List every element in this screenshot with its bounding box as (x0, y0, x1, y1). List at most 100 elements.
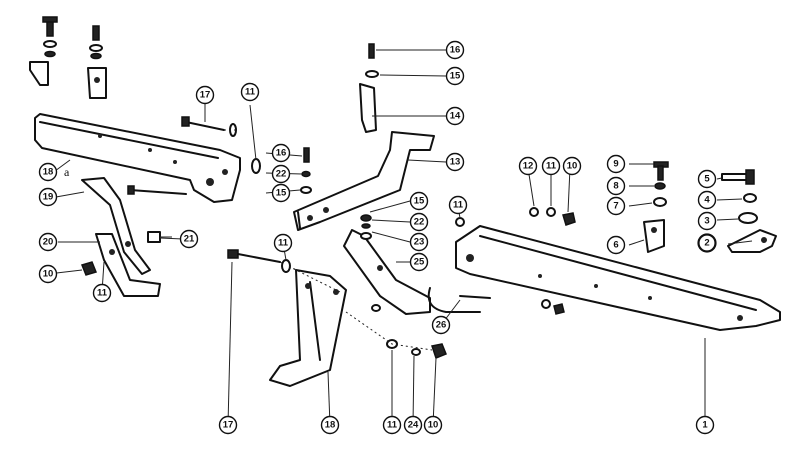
callout-5: 5 (697, 169, 717, 189)
callout-20: 20 (38, 232, 58, 252)
svg-text:26: 26 (436, 320, 447, 331)
callout-15-top: 15 (445, 66, 465, 86)
svg-text:5: 5 (704, 174, 710, 185)
svg-text:9: 9 (613, 159, 618, 170)
fasteners-beam-top (455, 207, 576, 227)
bolt-17-top (181, 116, 237, 137)
svg-text:18: 18 (43, 167, 54, 178)
callout-13: 13 (445, 152, 465, 172)
callout-11-washer: 11 (448, 195, 468, 215)
callout-3: 3 (697, 211, 717, 231)
callout-11-arm: 11 (273, 233, 293, 253)
svg-text:10: 10 (428, 420, 439, 431)
svg-text:11: 11 (245, 87, 256, 98)
callout-10-beam: 10 (562, 156, 582, 176)
svg-text:11: 11 (546, 161, 557, 172)
svg-text:12: 12 (523, 161, 534, 172)
svg-text:24: 24 (408, 420, 419, 431)
arm-18-part (269, 269, 347, 387)
callout-25: 25 (409, 252, 429, 272)
fasteners-beam-under (541, 299, 565, 315)
callout-15-left: 15 (271, 183, 291, 203)
bolt-5 (721, 169, 755, 185)
callout-11-beam: 11 (541, 156, 561, 176)
main-beam-part (455, 225, 781, 331)
nut-10-left (80, 261, 98, 276)
callout-24: 24 (403, 415, 423, 435)
center-bracket-part (293, 131, 435, 231)
washer-4 (743, 193, 757, 203)
washer-22-mid (301, 170, 311, 178)
washer-11-arm (281, 259, 291, 273)
callout-18-crossbar: 18 (38, 162, 58, 182)
u-bolt-26-part (427, 287, 491, 313)
callout-15-mid: 15 (409, 191, 429, 211)
callout-9: 9 (606, 154, 626, 174)
callout-11-lower: 11 (382, 415, 402, 435)
svg-text:4: 4 (704, 195, 710, 206)
callout-10-lower: 10 (423, 415, 443, 435)
svg-text:14: 14 (450, 111, 461, 122)
washer-15-mid (300, 186, 312, 194)
callout-18-arm: 18 (320, 415, 340, 435)
callout-14: 14 (445, 106, 465, 126)
washers-lower (345, 304, 447, 359)
svg-text:11: 11 (278, 238, 289, 249)
callout-1: 1 (695, 415, 715, 435)
svg-text:10: 10 (43, 269, 54, 280)
callout-17-lower: 17 (218, 415, 238, 435)
callout-2: 2 (697, 233, 717, 253)
washer-8 (654, 182, 666, 190)
screw-16-mid (303, 147, 310, 163)
callout-23: 23 (409, 232, 429, 252)
callout-22-mid: 22 (409, 212, 429, 232)
svg-text:20: 20 (43, 237, 54, 248)
svg-text:6: 6 (613, 240, 618, 251)
callout-10-left: 10 (38, 264, 58, 284)
callout-16-mid: 16 (271, 143, 291, 163)
bolt-9 (653, 161, 669, 181)
callout-16-top: 16 (445, 40, 465, 60)
svg-text:22: 22 (414, 217, 425, 228)
callout-19: 19 (38, 187, 58, 207)
svg-text:21: 21 (184, 234, 195, 245)
callout-21: 21 (179, 229, 199, 249)
support-strap-part (81, 177, 187, 275)
svg-text:22: 22 (276, 169, 287, 180)
mark-a: a (64, 165, 70, 179)
callout-6: 6 (606, 235, 626, 255)
svg-text:11: 11 (97, 288, 108, 299)
callout-7: 7 (606, 196, 626, 216)
svg-text:15: 15 (450, 71, 461, 82)
washer-3 (738, 212, 758, 224)
svg-text:15: 15 (276, 188, 287, 199)
clamp-14 (359, 83, 377, 133)
svg-text:19: 19 (43, 192, 54, 203)
svg-text:15: 15 (414, 196, 425, 207)
callout-11-left: 11 (92, 283, 112, 303)
screw-16-top (368, 43, 375, 59)
callout-17-top: 17 (195, 85, 215, 105)
bracket-20-part (95, 233, 161, 297)
washer-11-upper (249, 104, 261, 174)
svg-text:18: 18 (325, 420, 336, 431)
svg-text:11: 11 (453, 200, 464, 211)
callout-11-top: 11 (240, 82, 260, 102)
svg-text:10: 10 (567, 161, 578, 172)
svg-text:16: 16 (276, 148, 287, 159)
svg-text:23: 23 (414, 237, 425, 248)
svg-text:8: 8 (613, 181, 618, 192)
lever-25-part (343, 214, 431, 315)
bolt-21 (147, 231, 172, 243)
callout-12: 12 (518, 156, 538, 176)
bracket-6 (643, 219, 665, 253)
svg-text:7: 7 (613, 201, 618, 212)
svg-text:2: 2 (704, 238, 709, 249)
top-left-bolt-assembly (29, 16, 107, 99)
callout-8: 8 (606, 176, 626, 196)
svg-text:11: 11 (387, 420, 398, 431)
callout-26: 26 (431, 315, 451, 335)
callout-22-left: 22 (271, 164, 291, 184)
